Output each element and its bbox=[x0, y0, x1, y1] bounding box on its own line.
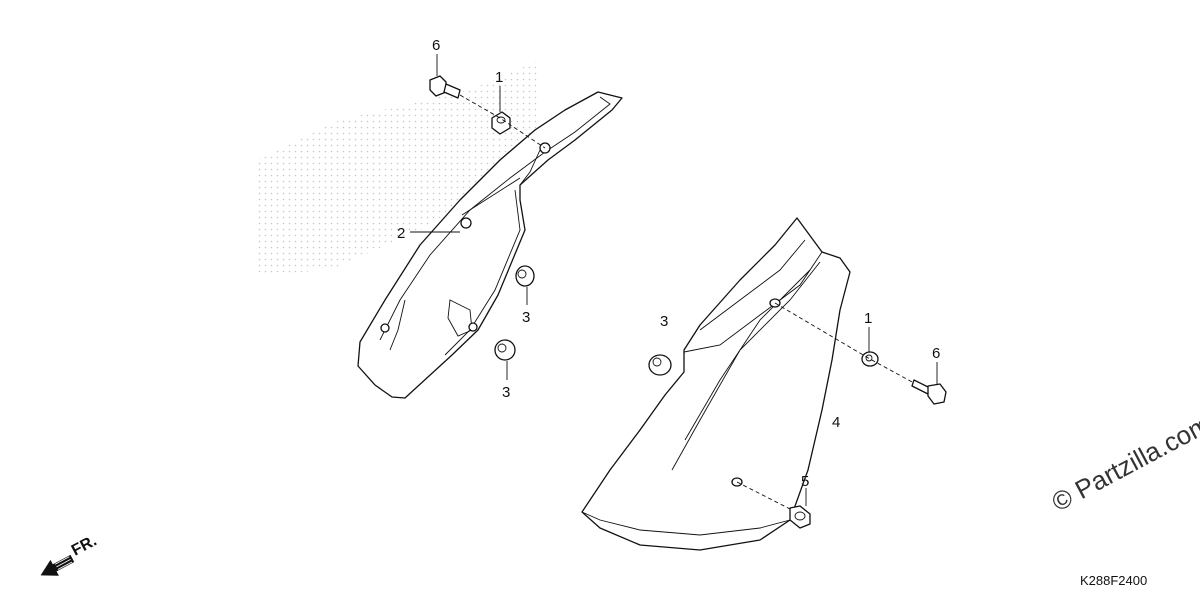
left-side-cover bbox=[357, 91, 623, 399]
collar-left bbox=[491, 111, 511, 135]
callout-1-right: 1 bbox=[864, 310, 872, 327]
callout-2: 2 bbox=[397, 225, 405, 242]
bolt-left bbox=[429, 75, 461, 99]
assembly-line-bolt-left bbox=[459, 94, 546, 149]
grommet-right bbox=[648, 354, 672, 376]
assembly-line-bolt-lower bbox=[736, 481, 793, 511]
watermark: © Partzilla.com bbox=[1047, 409, 1200, 518]
grommet-upper-left bbox=[515, 265, 535, 287]
callout-6-right: 6 bbox=[932, 345, 940, 362]
callout-4: 4 bbox=[832, 414, 840, 431]
front-direction-label: FR. bbox=[69, 532, 100, 559]
callout-6-left: 6 bbox=[432, 37, 440, 54]
frame-silhouette bbox=[255, 60, 540, 275]
assembly-line-bolt-right bbox=[774, 302, 915, 384]
callout-1-left: 1 bbox=[495, 69, 503, 86]
collar-right bbox=[861, 351, 879, 367]
callout-3-right: 3 bbox=[660, 313, 668, 330]
bolt-lower-right bbox=[789, 505, 811, 529]
bolt-right bbox=[911, 379, 947, 405]
right-side-cover bbox=[581, 217, 851, 551]
callout-5: 5 bbox=[801, 473, 809, 490]
callout-3-upper: 3 bbox=[522, 309, 530, 326]
grommet-lower-left bbox=[494, 339, 516, 361]
diagram-code: K288F2400 bbox=[1080, 573, 1147, 588]
front-direction-arrow bbox=[40, 554, 75, 576]
callout-3-lower: 3 bbox=[502, 384, 510, 401]
